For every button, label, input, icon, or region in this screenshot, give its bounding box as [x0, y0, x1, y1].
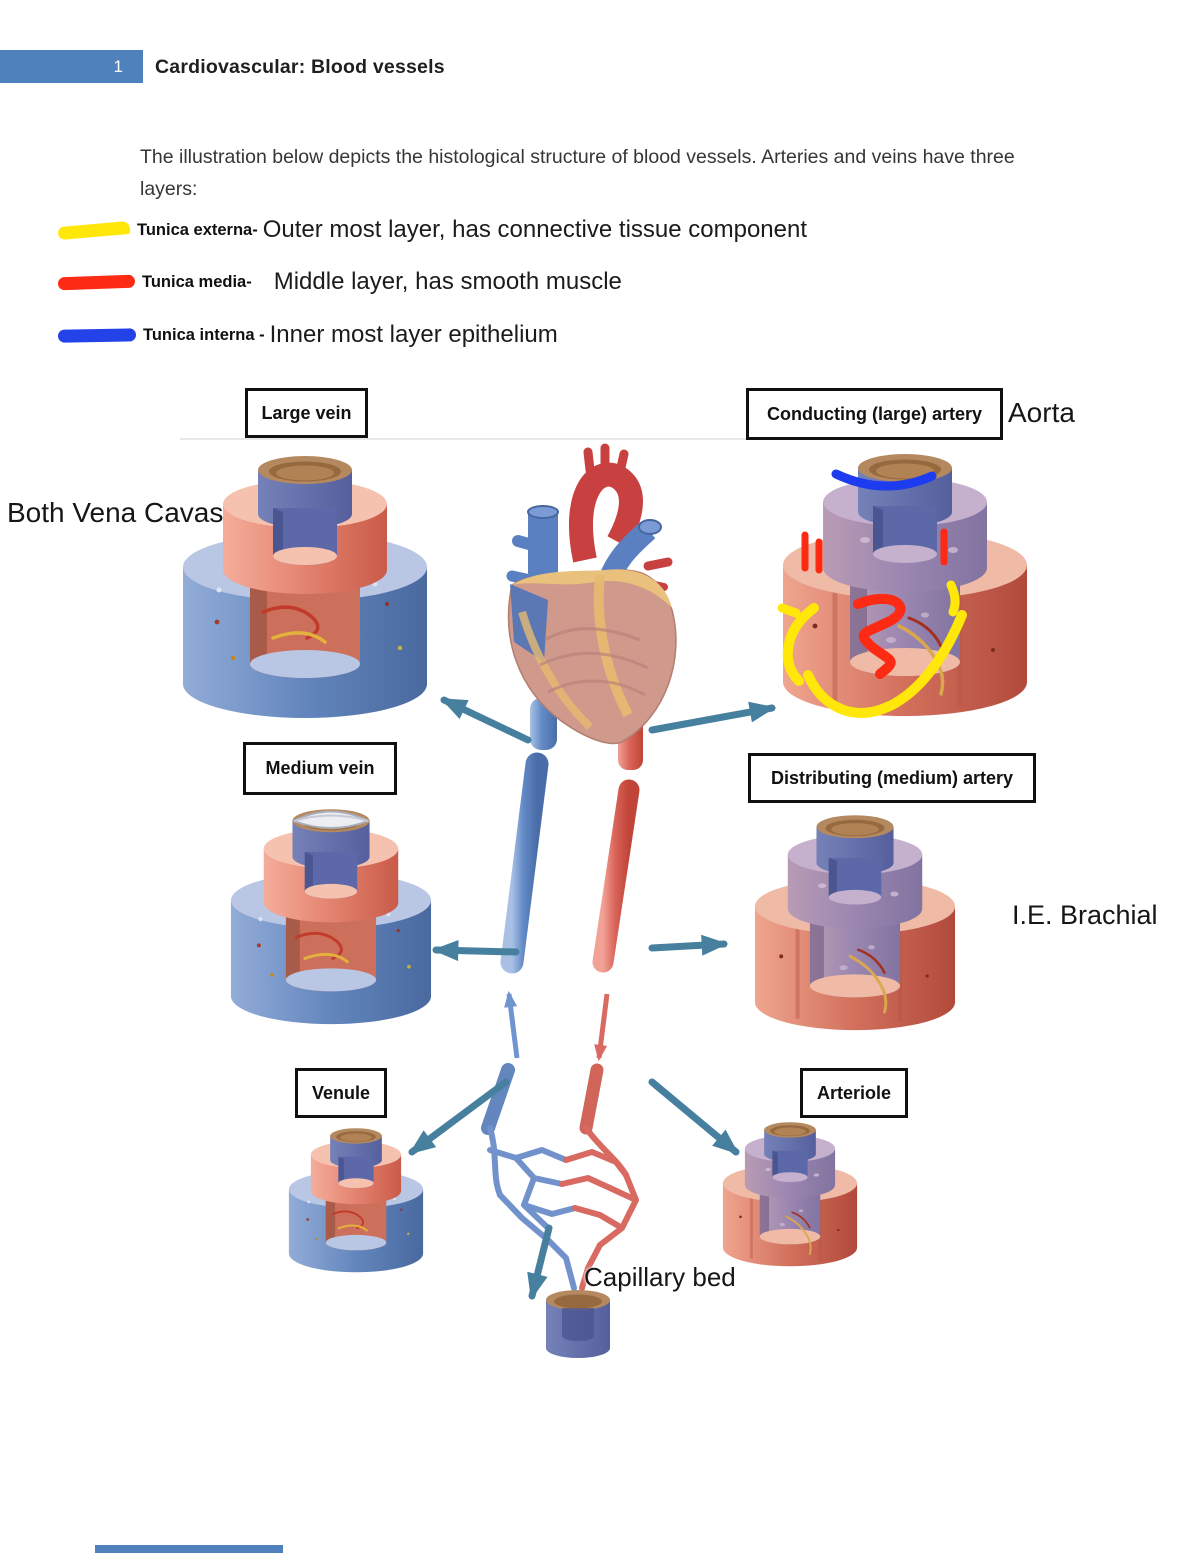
red-highlight-marker	[57, 274, 136, 290]
label-box-distributing-artery: Distributing (medium) artery	[748, 753, 1036, 803]
arterial-flow-down-arrow	[594, 993, 610, 1062]
figure-top-divider	[180, 438, 758, 440]
arrow-to-arteriole	[648, 1078, 740, 1156]
layer-definition: Inner most layer epithelium	[269, 321, 558, 348]
venous-flow-up-arrow	[504, 990, 520, 1059]
layer-definition: Middle layer, has smooth muscle	[273, 268, 622, 295]
arrow-to-distributing-artery	[648, 934, 728, 956]
layer-term: Tunica media-	[142, 272, 252, 291]
aorta-marker-annotations	[777, 469, 967, 718]
page-header-bar: 1	[0, 50, 143, 83]
arrow-to-medium-vein	[432, 940, 520, 962]
heart-illustration	[506, 443, 677, 745]
conducting-artery-illustration	[783, 454, 1027, 716]
label-box-arteriole: Arteriole	[800, 1068, 908, 1118]
annotation-aorta: Aorta	[1008, 397, 1075, 428]
arrow-to-conducting-artery	[648, 701, 776, 734]
pointer-arrows	[408, 696, 776, 1300]
large-vein-illustration	[181, 454, 429, 720]
layer-row-tunica-externa: Tunica externa- Outer most layer, has co…	[57, 212, 808, 248]
capillary-vessel-illustration	[546, 1290, 610, 1358]
arrow-to-venule	[408, 1078, 510, 1156]
layer-row-tunica-interna: Tunica interna - Inner most layer epithe…	[57, 317, 558, 353]
layer-term: Tunica externa-	[137, 220, 258, 239]
label-box-medium-vein: Medium vein	[243, 742, 397, 795]
distributing-artery-illustration	[755, 815, 955, 1030]
page-number: 1	[113, 56, 123, 76]
layer-row-tunica-media: Tunica media- Middle layer, has smooth m…	[57, 264, 622, 300]
yellow-highlight-marker	[57, 220, 131, 240]
layer-definition: Outer most layer, has connective tissue …	[262, 216, 808, 243]
venous-valve-illustration	[291, 810, 371, 829]
blue-highlight-marker	[57, 327, 137, 343]
label-box-conducting-artery: Conducting (large) artery	[746, 388, 1003, 440]
annotation-both-vena-cavas: Both Vena Cavas	[7, 497, 224, 528]
arrow-to-large-vein	[440, 696, 532, 744]
annotation-ie-brachial: I.E. Brachial	[1012, 900, 1158, 930]
arterial-tube	[579, 702, 643, 1135]
venous-tube	[481, 698, 557, 1135]
annotation-capillary-bed: Capillary bed	[584, 1262, 736, 1292]
label-box-large-vein: Large vein	[245, 388, 368, 438]
label-box-venule: Venule	[295, 1068, 387, 1118]
intro-paragraph: The illustration below depicts the histo…	[140, 146, 1015, 200]
venule-illustration	[287, 1127, 425, 1274]
page-title: Cardiovascular: Blood vessels	[155, 56, 445, 78]
arrow-to-capillary	[527, 1224, 553, 1300]
capillary-bed-illustration	[487, 1125, 639, 1291]
arteriole-illustration	[721, 1120, 859, 1268]
medium-vein-illustration	[229, 807, 433, 1026]
layer-term: Tunica interna -	[143, 325, 265, 344]
page-footer-bar	[95, 1545, 283, 1553]
